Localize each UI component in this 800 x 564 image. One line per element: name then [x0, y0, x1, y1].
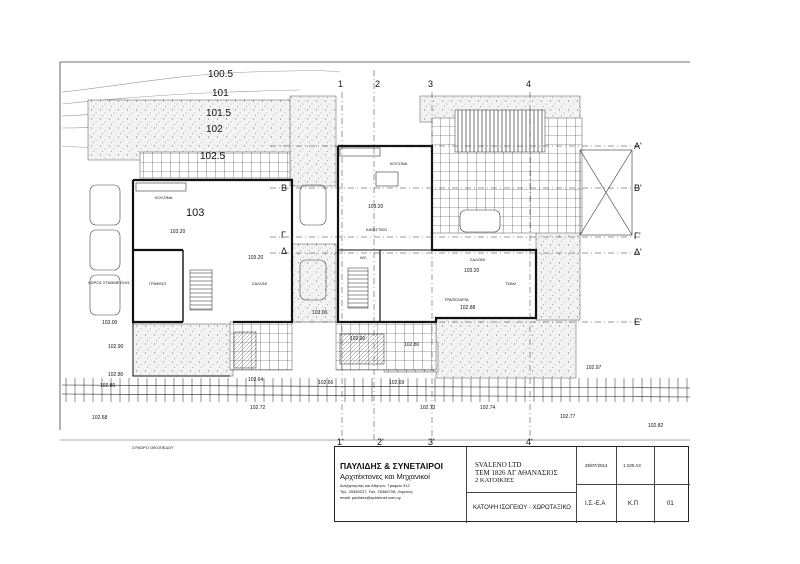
- axis-label: 1: [338, 79, 344, 89]
- company-cell: ΠΑΥΛΙΔΗΣ & ΣΥΝΕΤΑΙΡΟΙ Αρχιτέκτονες και Μ…: [335, 447, 467, 523]
- contour-label: 100.5: [208, 69, 234, 80]
- room-label: ΤΡΑΠΕΖΑΡΙΑ: [444, 297, 469, 302]
- house-a-walls: [131, 178, 294, 377]
- level-label: 102.77: [560, 414, 576, 420]
- company-name: ΠΑΥΛΙΔΗΣ & ΣΥΝΕΤΑΙΡΟΙ: [340, 461, 443, 471]
- scale-value: 1:100 A3: [623, 463, 641, 468]
- axis-label: Δ: [281, 246, 288, 256]
- contour-label: 102.5: [200, 151, 226, 162]
- room-label: ΚΑΘΙΣΤΙΚΟ: [366, 227, 388, 232]
- axis-label: 4': [526, 437, 533, 447]
- level-label: 102.82: [648, 423, 664, 429]
- level-label: 102.88: [460, 305, 476, 311]
- room-label: ΚΟΥΖΙΝΑ: [390, 161, 408, 166]
- level-label: 102.64: [248, 377, 264, 383]
- axis-label: Γ': [634, 231, 641, 241]
- axis-label: 2': [377, 437, 384, 447]
- level-label: 102.66: [318, 380, 334, 386]
- level-label: 102.90: [108, 344, 124, 350]
- axis-label: Γ: [281, 230, 286, 240]
- axis-label: 4: [526, 79, 532, 89]
- axis-label: B: [281, 183, 288, 193]
- company-email: email: pavlides@spidernet.com.cy: [340, 495, 401, 500]
- level-label: 102.80: [108, 372, 124, 378]
- fence: [61, 378, 691, 402]
- landscape-areas: [87, 95, 583, 379]
- level-label: 102.73: [420, 405, 436, 411]
- roof-symbol: [579, 149, 633, 236]
- sheet-number: 01: [667, 501, 674, 507]
- client-line: 2 ΚΑΤΟΙΚΙΕΣ: [475, 477, 514, 484]
- client-line: ΤΕΜ 1826 ΑΓ ΑΘΑΝΑΣΙΟΣ: [475, 469, 558, 477]
- date-value: 25/07/2014: [585, 463, 608, 468]
- level-label: 102.80: [404, 342, 420, 348]
- company-phone: Τηλ. 25355227, Fax. 25366708, Λεμεσός: [340, 489, 413, 494]
- room-label: ΣΑΛΟΝΙ: [470, 257, 485, 262]
- title-block: ΠΑΥΛΙΔΗΣ & ΣΥΝΕΤΑΙΡΟΙ Αρχιτέκτονες και Μ…: [334, 446, 690, 523]
- plot-boundary: [59, 61, 690, 430]
- axis-label: 3: [428, 79, 434, 89]
- date-cell: 25/07/2014: [577, 447, 617, 485]
- level-label: 103.00: [102, 320, 118, 326]
- company-address: Ανεξαρτησίας και Αθηνών, Γραφείο 312: [340, 483, 410, 488]
- checked-value: Κ.Π: [628, 501, 639, 507]
- axis-label: 2: [375, 79, 381, 89]
- level-label: 102.74: [480, 405, 496, 411]
- client-cell: SVALENO LTD ΤΕΜ 1826 ΑΓ ΑΘΑΝΑΣΙΟΣ 2 ΚΑΤΟ…: [467, 447, 577, 493]
- axis-label: A': [634, 141, 642, 151]
- room-label: ΓΡΑΦΕΙΟ: [149, 281, 167, 286]
- scale-cell: 1:100 A3: [617, 447, 655, 485]
- room-label: ΣΑΛΟΝΙ: [252, 281, 267, 286]
- client-line: SVALENO LTD: [475, 461, 522, 469]
- contour-label: 101: [212, 88, 229, 99]
- axis-label: 3': [428, 437, 435, 447]
- level-label: 103.20: [248, 255, 264, 261]
- room-label: ΚΟΥΖΙΝΑ: [155, 195, 173, 200]
- company-subtitle: Αρχιτέκτονες και Μηχανικοί: [340, 472, 430, 481]
- axis-label: Δ': [634, 247, 642, 257]
- level-label: 102.69: [389, 380, 405, 386]
- room-label: WC: [360, 255, 367, 260]
- level-label: 102.97: [586, 365, 602, 371]
- stairs: [189, 267, 385, 369]
- spot-level-label: 103: [186, 207, 205, 219]
- boundary-note: ΣΥΝΟΡΟ ΟΙΚΟΠΕΔΟΥ: [132, 445, 174, 450]
- kitchen-counters: [135, 147, 501, 233]
- level-label: 103.20: [464, 268, 480, 274]
- axis-label: B': [634, 183, 642, 193]
- drawn-value: Ι.Σ.-Ε.Α: [585, 501, 606, 507]
- level-label: 102.72: [250, 405, 266, 411]
- drawing-title-cell: ΚΑΤΟΨΗ ΙΣΟΓΕΙΟΥ - ΧΩΡΟΤΑΞΙΚΟ: [467, 493, 577, 523]
- level-label: 102.80: [100, 383, 116, 389]
- blank-cell: [655, 447, 690, 485]
- contour-label: 101.5: [206, 108, 232, 119]
- level-label: 102.68: [92, 415, 108, 421]
- drawing-title: ΚΑΤΟΨΗ ΙΣΟΓΕΙΟΥ - ΧΩΡΟΤΑΞΙΚΟ: [473, 505, 571, 511]
- parking-bays: [89, 184, 327, 316]
- contour-label: 102: [206, 124, 223, 135]
- axis-label: 1': [337, 437, 344, 447]
- axis-label: E': [634, 317, 642, 327]
- grid-axes: [270, 70, 640, 440]
- sheet-cell: 01: [655, 485, 690, 523]
- drawn-cell: Ι.Σ.-Ε.Α: [577, 485, 617, 523]
- level-label: 103.00: [312, 310, 328, 316]
- room-label: ΤΖΑΚΙ: [505, 281, 517, 286]
- level-label: 103.20: [368, 204, 384, 210]
- room-label: ΧΩΡΟΣ ΣΤΑΘΜΕΥΣΗΣ: [88, 280, 130, 285]
- checked-cell: Κ.Π: [617, 485, 655, 523]
- level-label: 102.90: [350, 336, 366, 342]
- level-label: 103.20: [170, 229, 186, 235]
